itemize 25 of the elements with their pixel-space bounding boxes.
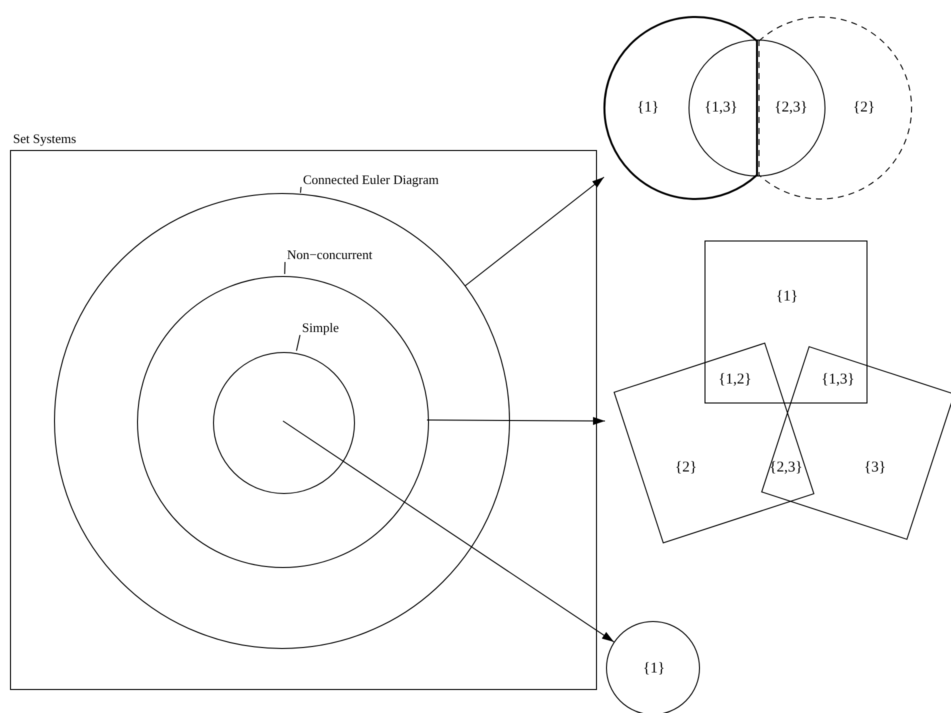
set-label: {1,3} xyxy=(704,100,738,116)
set-label: {1} xyxy=(776,290,798,304)
set-label: {2,3} xyxy=(774,100,808,116)
set-circle xyxy=(213,352,355,494)
set-label: {2} xyxy=(675,460,697,476)
arrow xyxy=(426,416,606,425)
set-label: {2} xyxy=(853,100,875,116)
set-circle xyxy=(54,193,510,649)
arrow xyxy=(282,420,614,642)
set-label: {2,3} xyxy=(769,460,803,476)
class-label: Non−concurrent xyxy=(287,247,372,262)
leader-line xyxy=(284,262,286,275)
set-label: {1} xyxy=(637,100,659,116)
leader-line xyxy=(296,334,300,352)
set-circle xyxy=(606,621,700,713)
set-label: {1,2} xyxy=(718,372,752,388)
class-label: Connected Euler Diagram xyxy=(303,172,439,187)
set-label: {1,3} xyxy=(821,372,855,388)
arrow xyxy=(464,176,604,286)
set-label: {1} xyxy=(643,662,665,676)
set-circle xyxy=(137,276,429,568)
leader-line xyxy=(300,186,302,194)
class-label: Simple xyxy=(302,320,339,335)
set-label: {3} xyxy=(864,460,886,476)
frame-title: Set Systems xyxy=(13,132,76,145)
